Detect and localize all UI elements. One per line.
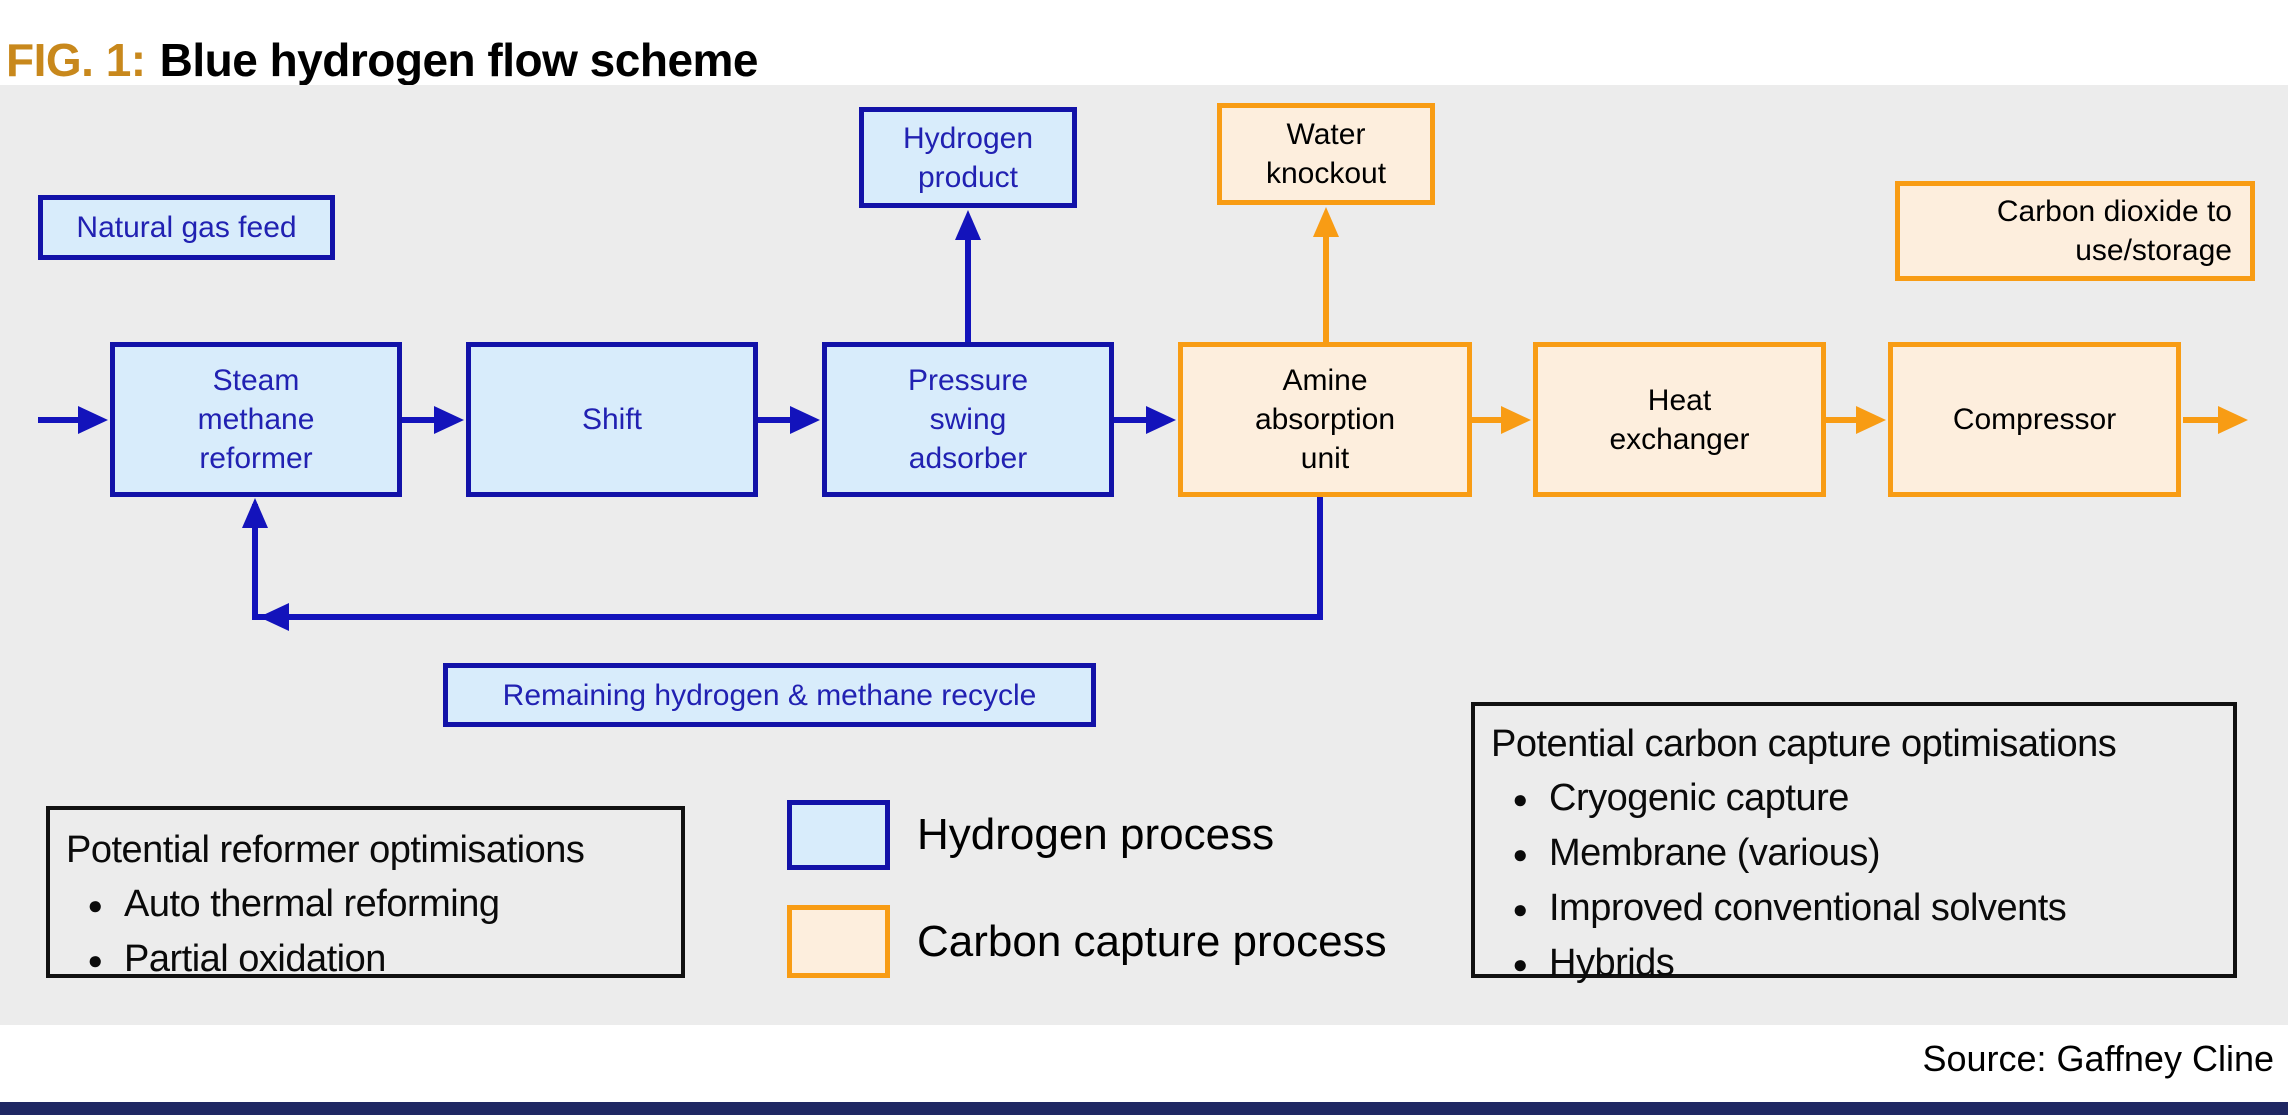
list-item-label: Membrane (various) — [1549, 831, 1881, 874]
info-box-reformer-optimisations: Potential reformer optimisations Auto th… — [46, 806, 685, 980]
node-remaining-recycle-label: Remaining hydrogen & methane recycle — [443, 663, 1096, 727]
figure-title-text: Blue hydrogen flow scheme — [159, 33, 759, 86]
node-shift: Shift — [466, 342, 758, 497]
node-water-knockout: Water knockout — [1217, 103, 1435, 205]
list-item: Partial oxidation — [66, 931, 677, 986]
info-box-heading: Potential reformer optimisations — [66, 829, 585, 871]
node-natural-gas-feed: Natural gas feed — [38, 195, 335, 260]
info-box-heading: Potential carbon capture optimisations — [1491, 723, 2117, 765]
legend-label-carbon-capture-process: Carbon capture process — [917, 916, 1387, 966]
node-pressure-swing-adsorber: Pressure swing adsorber — [822, 342, 1114, 497]
node-amine-absorption-unit: Amine absorption unit — [1178, 342, 1472, 497]
legend-label-hydrogen-process: Hydrogen process — [917, 810, 1275, 859]
info-box-carbon-capture-optimisations: Potential carbon capture optimisations C… — [1471, 702, 2237, 984]
bullet-icon — [1491, 770, 1549, 825]
list-item-label: Hybrids — [1549, 941, 1675, 984]
bullet-icon — [1491, 825, 1549, 880]
figure-number-label: FIG. 1: — [6, 33, 146, 86]
legend-swatch-hydrogen-process — [787, 800, 890, 870]
source-credit: Source: Gaffney Cline — [1922, 1038, 2274, 1079]
node-steam-methane-reformer: Steam methane reformer — [110, 342, 402, 497]
list-item: Hybrids — [1491, 935, 2229, 990]
footer-bar — [0, 1102, 2288, 1115]
bullet-icon — [66, 931, 124, 986]
list-item: Cryogenic capture — [1491, 770, 2229, 825]
legend-swatch-carbon-capture-process — [787, 905, 890, 978]
node-compressor: Compressor — [1888, 342, 2181, 497]
bullet-icon — [66, 876, 124, 931]
list-item-label: Improved conventional solvents — [1549, 886, 2067, 929]
node-heat-exchanger: Heat exchanger — [1533, 342, 1826, 497]
bullet-icon — [1491, 880, 1549, 935]
node-carbon-dioxide-to-use-storage: Carbon dioxide to use/storage — [1895, 181, 2255, 281]
figure-title: FIG. 1:Blue hydrogen flow scheme — [6, 33, 759, 87]
list-item: Auto thermal reforming — [66, 876, 677, 931]
list-item-label: Cryogenic capture — [1549, 776, 1849, 819]
list-item: Membrane (various) — [1491, 825, 2229, 880]
node-hydrogen-product: Hydrogen product — [859, 107, 1077, 208]
bullet-icon — [1491, 935, 1549, 990]
list-item-label: Auto thermal reforming — [124, 882, 500, 925]
list-item: Improved conventional solvents — [1491, 880, 2229, 935]
list-item-label: Partial oxidation — [124, 937, 386, 980]
